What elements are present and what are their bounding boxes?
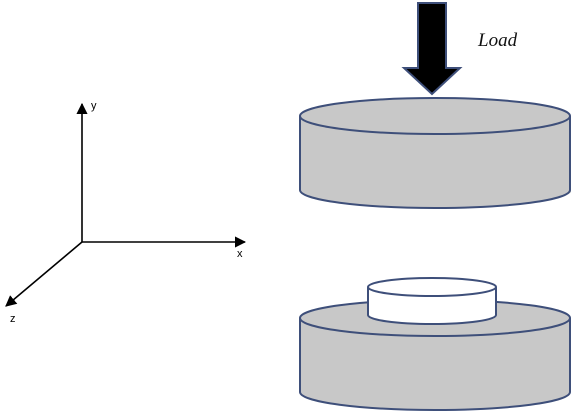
upper-platen-body [300,116,571,208]
y-axis-label: y [91,100,97,112]
upper-platen [299,97,571,209]
specimen-disc-top-face [367,277,497,297]
x-axis-label: x [237,248,243,260]
load-label: Load [477,30,518,51]
specimen-disc-body [368,287,496,324]
upper-platen-bottom-edge [299,189,571,209]
load-arrow: Load [401,2,518,96]
lower-platen-bottom-edge [299,391,571,411]
z-axis-line [5,241,83,307]
lower-platen-body [300,318,570,410]
z-axis-label: z [10,313,16,325]
coordinate-axes: y x z [5,100,247,325]
specimen-disc-bottom-edge [367,314,497,325]
upper-platen-top-face [299,97,571,135]
specimen-disc [367,277,497,325]
down-arrow-icon [401,2,463,96]
